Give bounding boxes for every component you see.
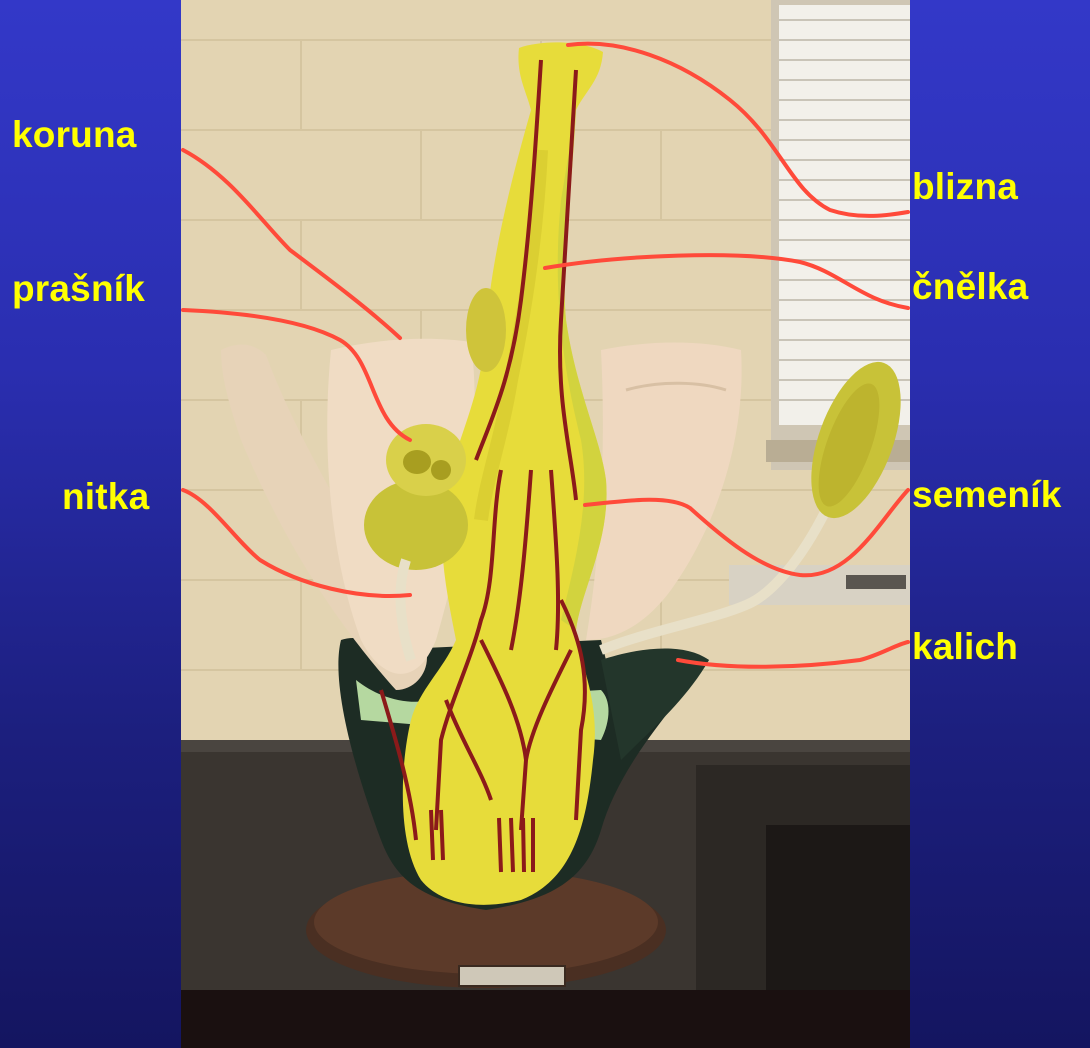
label-cnelka: čnělka: [912, 268, 1028, 305]
label-kalich: kalich: [912, 628, 1018, 665]
label-blizna: blizna: [912, 168, 1018, 205]
label-semenik: semeník: [912, 476, 1062, 513]
label-prasnik: prašník: [12, 270, 145, 307]
label-koruna: koruna: [12, 116, 137, 153]
base-plaque: [459, 966, 565, 986]
label-nitka: nitka: [62, 478, 149, 515]
flower-model-photo: [181, 0, 910, 1048]
photo-bottom-band: [181, 990, 910, 1048]
window-blinds: [779, 5, 910, 425]
